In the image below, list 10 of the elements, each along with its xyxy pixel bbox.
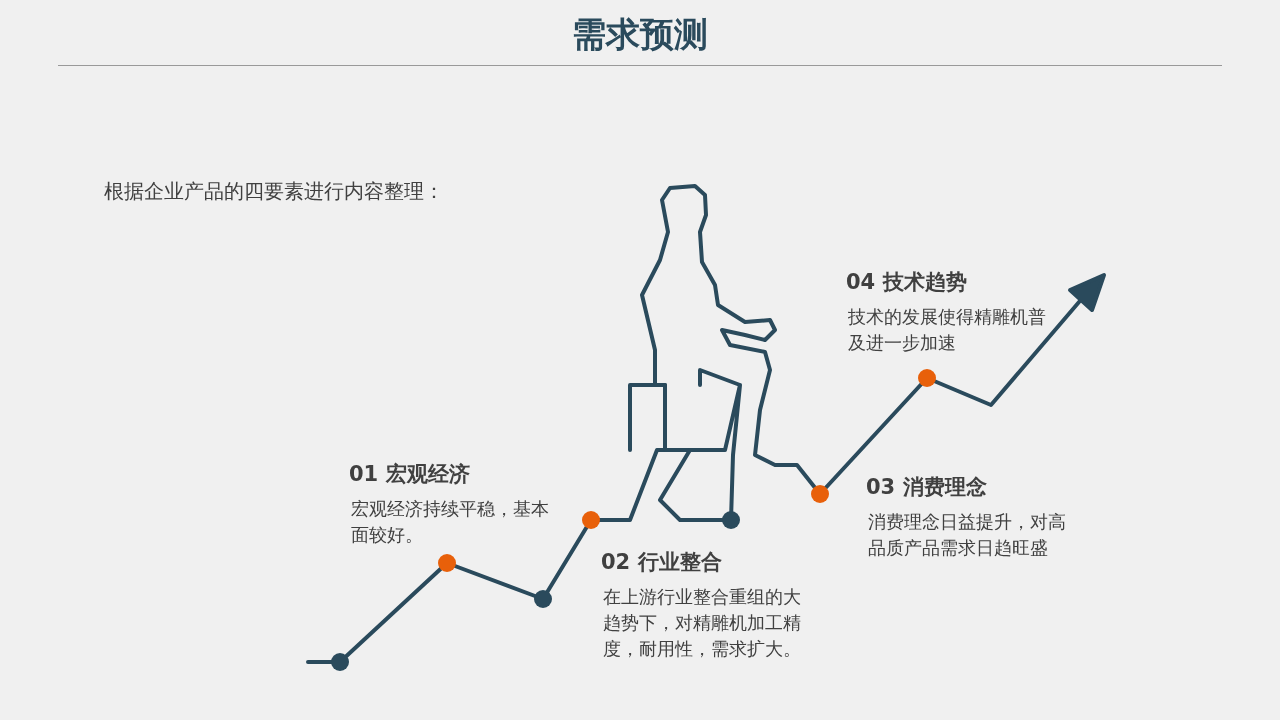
section-heading: 01 宏观经济	[349, 461, 470, 488]
title: 需求预测	[571, 13, 709, 56]
section-description: 在上游行业整合重组的大趋势下，对精雕机加工精度，耐用性，需求扩大。	[603, 585, 802, 661]
section-heading: 02 行业整合	[601, 549, 722, 576]
intro-text: 根据企业产品的四要素进行内容整理：	[104, 178, 445, 204]
section-description: 技术的发展使得精雕机普及进一步加速	[848, 305, 1047, 355]
section-description: 消费理念日益提升，对高品质产品需求日趋旺盛	[868, 510, 1067, 560]
section-heading: 03 消费理念	[866, 474, 987, 501]
section-description: 宏观经济持续平稳，基本面较好。	[351, 497, 550, 547]
section-heading: 04 技术趋势	[846, 269, 967, 296]
